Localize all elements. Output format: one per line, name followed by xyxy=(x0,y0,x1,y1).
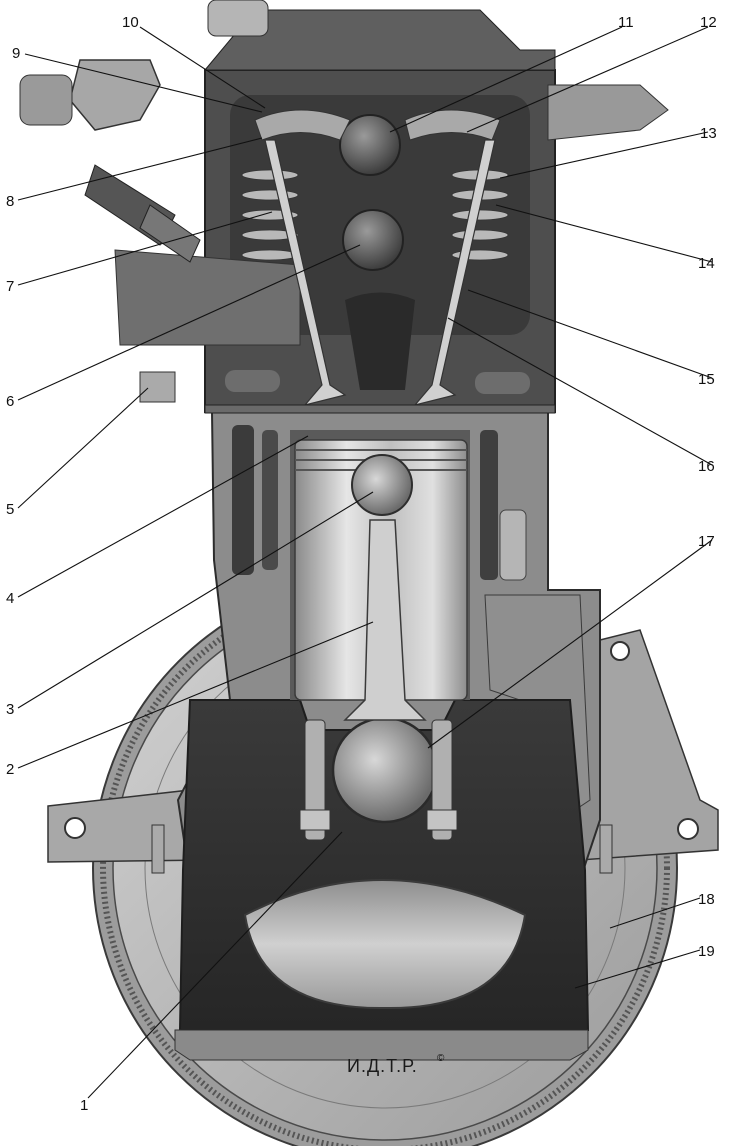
leader-9 xyxy=(24,53,263,113)
leader-6 xyxy=(17,244,361,401)
leader-lines xyxy=(17,26,713,1099)
label-2: 2 xyxy=(6,761,14,778)
callout-labels: 1 2 3 4 5 6 7 8 9 10 11 12 13 14 15 16 1… xyxy=(6,14,717,1114)
leader-13 xyxy=(499,131,709,179)
leader-4 xyxy=(17,435,309,598)
label-12: 12 xyxy=(700,14,717,31)
leader-5 xyxy=(17,387,149,509)
copyright-mark: © xyxy=(437,1053,445,1064)
leader-3 xyxy=(17,491,374,709)
label-17: 17 xyxy=(698,533,715,550)
leader-10 xyxy=(139,26,266,109)
leader-11 xyxy=(389,26,623,133)
leader-17 xyxy=(427,539,713,749)
leader-16 xyxy=(447,317,713,466)
label-7: 7 xyxy=(6,278,14,295)
label-9: 9 xyxy=(12,45,20,62)
leader-2 xyxy=(17,621,374,769)
label-18: 18 xyxy=(698,891,715,908)
piston xyxy=(290,430,470,721)
crankshaft xyxy=(151,716,613,1010)
label-16: 16 xyxy=(698,458,715,475)
leader-18 xyxy=(609,897,701,929)
label-11: 11 xyxy=(618,14,634,31)
leader-19 xyxy=(574,949,701,989)
label-14: 14 xyxy=(698,255,715,272)
leader-8 xyxy=(17,137,263,201)
label-19: 19 xyxy=(698,943,715,960)
leader-1 xyxy=(87,831,343,1099)
leader-14 xyxy=(495,204,713,263)
watermark: И.Д.Т.Р. xyxy=(347,1056,418,1076)
label-8: 8 xyxy=(6,193,14,210)
label-3: 3 xyxy=(6,701,14,718)
leader-15 xyxy=(467,289,713,379)
label-1: 1 xyxy=(80,1097,88,1114)
label-6: 6 xyxy=(6,393,14,410)
leader-12 xyxy=(466,26,709,133)
leader-7 xyxy=(17,211,273,286)
label-13: 13 xyxy=(700,125,717,142)
label-10: 10 xyxy=(122,14,139,31)
label-4: 4 xyxy=(6,590,14,607)
label-5: 5 xyxy=(6,501,14,518)
label-15: 15 xyxy=(698,371,715,388)
cylinder-head xyxy=(114,0,669,414)
injector-assembly xyxy=(19,59,201,403)
